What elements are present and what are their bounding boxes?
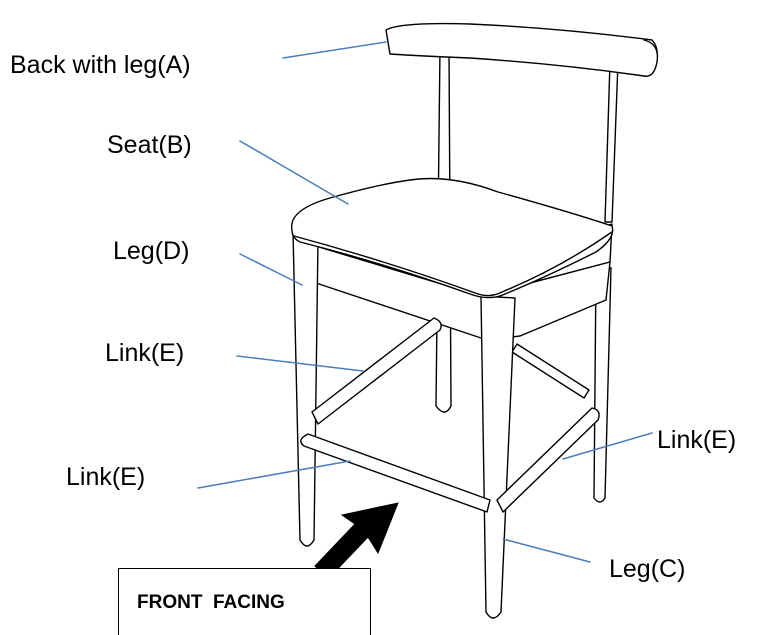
back-right-leg-lower <box>593 267 612 503</box>
right-side-link <box>496 407 600 513</box>
seat-welt <box>293 231 613 297</box>
leader-line-leg-c <box>502 538 591 563</box>
label-link-upper-left: Link(E) <box>105 339 185 367</box>
leader-line-link-upper-left <box>236 355 364 372</box>
front-link <box>300 433 491 513</box>
leader-line-seat <box>239 140 349 205</box>
label-link-lower-left: Link(E) <box>66 463 146 491</box>
label-leg-d: Leg(D) <box>113 237 190 265</box>
leader-line-link-lower-left <box>197 460 351 489</box>
leader-line-leg-d <box>239 253 303 286</box>
front-facing-box: FRONT FACING <box>118 568 371 635</box>
leader-line-link-right <box>562 432 653 460</box>
front-right-leg <box>480 295 516 619</box>
label-back-with-leg: Back with leg(A) <box>10 51 191 79</box>
back-rail-end <box>643 39 659 77</box>
label-seat: Seat(B) <box>107 131 192 159</box>
left-side-link <box>311 317 442 425</box>
label-link-right: Link(E) <box>657 426 737 454</box>
seat-cushion <box>291 177 614 299</box>
rear-stretcher <box>511 343 590 399</box>
label-leg-c: Leg(C) <box>609 555 686 583</box>
front-facing-label: FRONT FACING <box>137 592 285 613</box>
leader-line-back <box>282 41 387 59</box>
